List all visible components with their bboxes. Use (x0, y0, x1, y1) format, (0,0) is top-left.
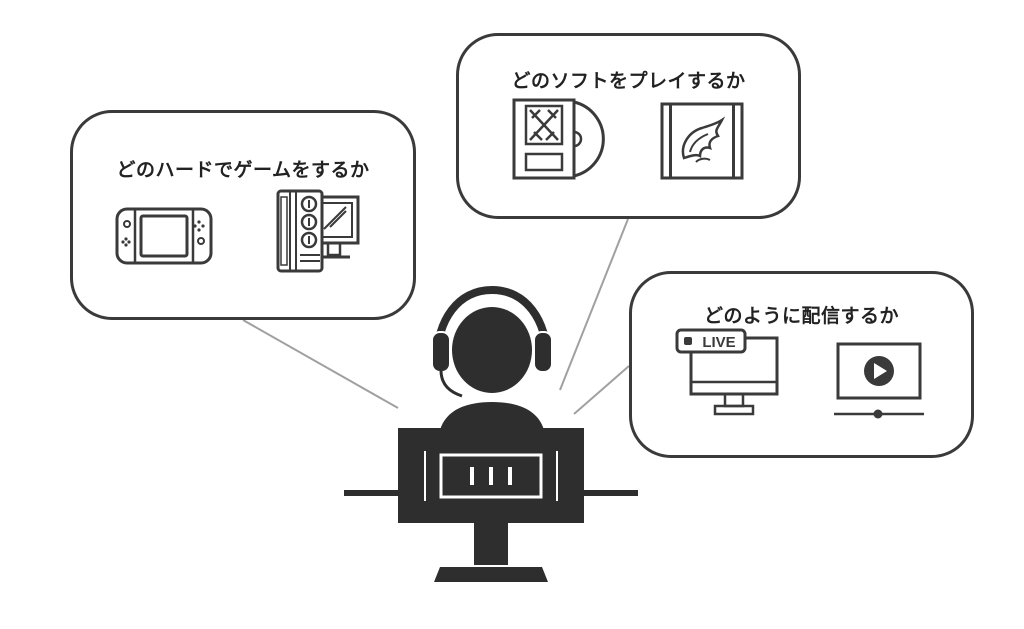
bubble-stream: どのように配信するか LIVE (629, 271, 974, 458)
video-player-icon (832, 342, 926, 420)
connector-hardware (242, 319, 399, 409)
live-monitor-icon: LIVE (675, 328, 779, 418)
live-badge: LIVE (702, 334, 735, 351)
connector-software (559, 218, 629, 391)
game-cartridge-icon (660, 102, 744, 180)
bubble-software: どのソフトをプレイするか (456, 33, 801, 219)
monitor-base (434, 567, 548, 582)
gaming-pc-icon (276, 189, 362, 273)
bubble-stream-title: どのように配信するか (703, 305, 899, 327)
game-disc-case-icon (512, 98, 610, 180)
head-icon (452, 307, 532, 393)
ear-cup-right (533, 331, 553, 373)
ear-cup-left (431, 331, 451, 373)
connector-stream (573, 365, 630, 415)
bubble-hardware: どのハードでゲームをするか (70, 110, 416, 320)
bubble-hardware-title: どのハードでゲームをするか (116, 159, 370, 181)
bubble-software-title: どのソフトをプレイするか (511, 70, 746, 92)
handheld-console-icon (115, 207, 213, 265)
headphone-band-icon (433, 285, 551, 361)
shoulders-icon (440, 402, 544, 430)
monitor-stand (474, 523, 508, 565)
